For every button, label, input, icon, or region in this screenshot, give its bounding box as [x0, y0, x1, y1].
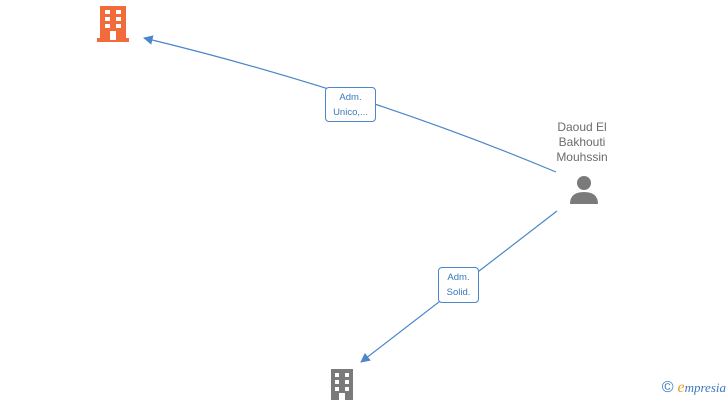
person-name-line: Bakhouti	[558, 135, 606, 149]
person-name[interactable]: Daoud El Bakhouti Mouhssin	[542, 120, 622, 165]
copyright-icon: ©	[661, 379, 674, 396]
brand-watermark: © empresia	[662, 379, 726, 397]
brand-name: empresia	[677, 379, 726, 397]
person-name-line: Daoud El	[557, 120, 607, 134]
person-name-line: Mouhssin	[556, 150, 608, 164]
edge-label-line: Adm.	[447, 272, 470, 283]
edge-label-line: Solid.	[446, 287, 471, 298]
brand-e: e	[677, 379, 685, 396]
edge-label-line: Adm.	[339, 92, 362, 103]
building-icon[interactable]	[97, 6, 129, 42]
edge-label-2[interactable]: Adm. Solid.	[438, 267, 479, 303]
edge-label-line: Unico,...	[333, 107, 368, 118]
building-icon[interactable]	[329, 369, 355, 400]
edge-label-1[interactable]: Adm. Unico,...	[325, 87, 376, 122]
brand-rest: mpresia	[684, 380, 726, 395]
person-icon[interactable]	[569, 175, 599, 205]
